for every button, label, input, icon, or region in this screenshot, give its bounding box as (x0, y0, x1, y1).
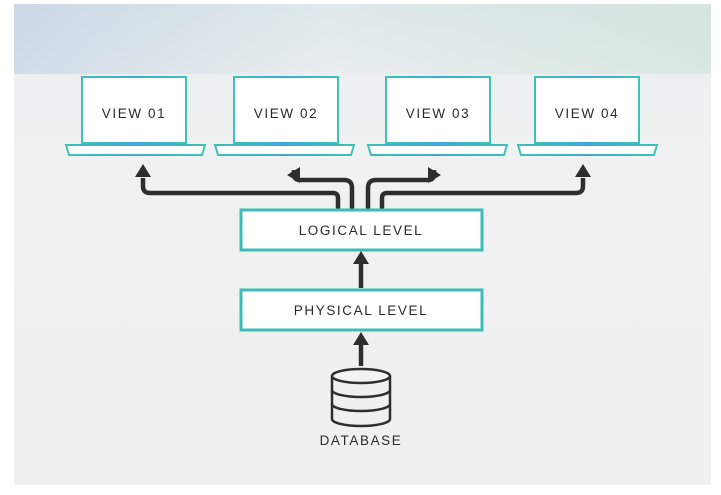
view-01-label: VIEW 01 (101, 106, 167, 121)
physical-level-label: PHYSICAL LEVEL (293, 303, 429, 318)
view-03-label: VIEW 03 (405, 106, 471, 121)
connector-view-02 (291, 170, 355, 209)
laptop-view-01-icon (64, 76, 207, 156)
view-04-label: VIEW 04 (554, 106, 620, 121)
connector-view-03 (365, 170, 437, 209)
logical-level-label: LOGICAL LEVEL (298, 223, 424, 238)
arrow-database-to-physical (353, 332, 369, 366)
arrowhead-view-01 (135, 164, 151, 177)
laptop-view-03-icon (366, 76, 509, 156)
branch-connectors (140, 170, 586, 209)
laptop-view-04-icon (516, 76, 659, 156)
physical-level-box (239, 288, 484, 332)
branch-arrowheads (135, 164, 591, 183)
database-label: DATABASE (319, 433, 403, 448)
logical-level-box (239, 208, 484, 252)
arrowhead-view-02 (287, 167, 300, 183)
arrowhead-view-03 (428, 167, 441, 183)
arrowhead-view-04 (575, 164, 591, 177)
connector-view-01 (140, 178, 341, 209)
view-02-label: VIEW 02 (253, 106, 319, 121)
laptop-view-02-icon (213, 76, 356, 156)
arrow-physical-to-logical (353, 251, 369, 288)
connector-view-04 (379, 178, 586, 209)
database-icon (330, 367, 392, 428)
